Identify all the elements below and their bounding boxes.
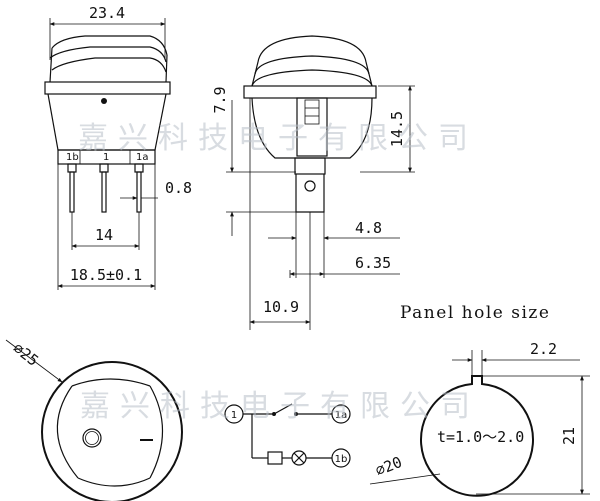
bezel-diameter-label: ⌀25 [10, 339, 42, 370]
schematic-terminal-1a: 1a [335, 410, 348, 421]
schematic-terminal-1b: 1b [335, 454, 348, 465]
pin-thickness-label: 0.8 [165, 179, 192, 197]
height-7-9-label: 7.9 [211, 86, 229, 113]
indicator-lamp-icon [82, 428, 102, 448]
height-14-5-label: 14.5 [388, 111, 406, 147]
overall-width-label: 23.4 [89, 4, 125, 22]
schematic-terminal-1: 1 [231, 410, 237, 421]
pin-pitch-label: 14 [95, 226, 113, 244]
panel-thickness-label: t=1.0～2.0 [437, 428, 524, 446]
terminal-1-label: 1 [103, 152, 109, 163]
depth-10-9-label: 10.9 [263, 298, 299, 316]
wiring-schematic: 1 1a 1b [224, 403, 351, 468]
side-view: 14.5 7.9 4.8 6.35 10.9 [211, 35, 415, 330]
terminal-1a-label: 1a [136, 152, 149, 163]
watermark-bottom: 嘉兴科技电子有限公司 [80, 389, 480, 424]
watermark-top: 嘉兴科技电子有限公司 [78, 121, 478, 156]
hole-diameter-label: ⌀20 [373, 453, 405, 480]
pin-width-4-8-label: 4.8 [355, 219, 382, 237]
slot-width-label: 2.2 [530, 340, 557, 358]
hole-height-label: 21 [560, 427, 578, 445]
panel-hole-size-heading: Panel hole size [400, 303, 550, 323]
indicator-dot [101, 98, 107, 104]
base-width-label: 18.5±0.1 [70, 266, 142, 284]
terminal-1b-label: 1b [66, 152, 79, 163]
resistor-icon [267, 451, 283, 465]
front-view: 23.4 1b 1 1a 0.8 14 [44, 4, 192, 290]
pin-width-6-35-label: 6.35 [355, 254, 391, 272]
